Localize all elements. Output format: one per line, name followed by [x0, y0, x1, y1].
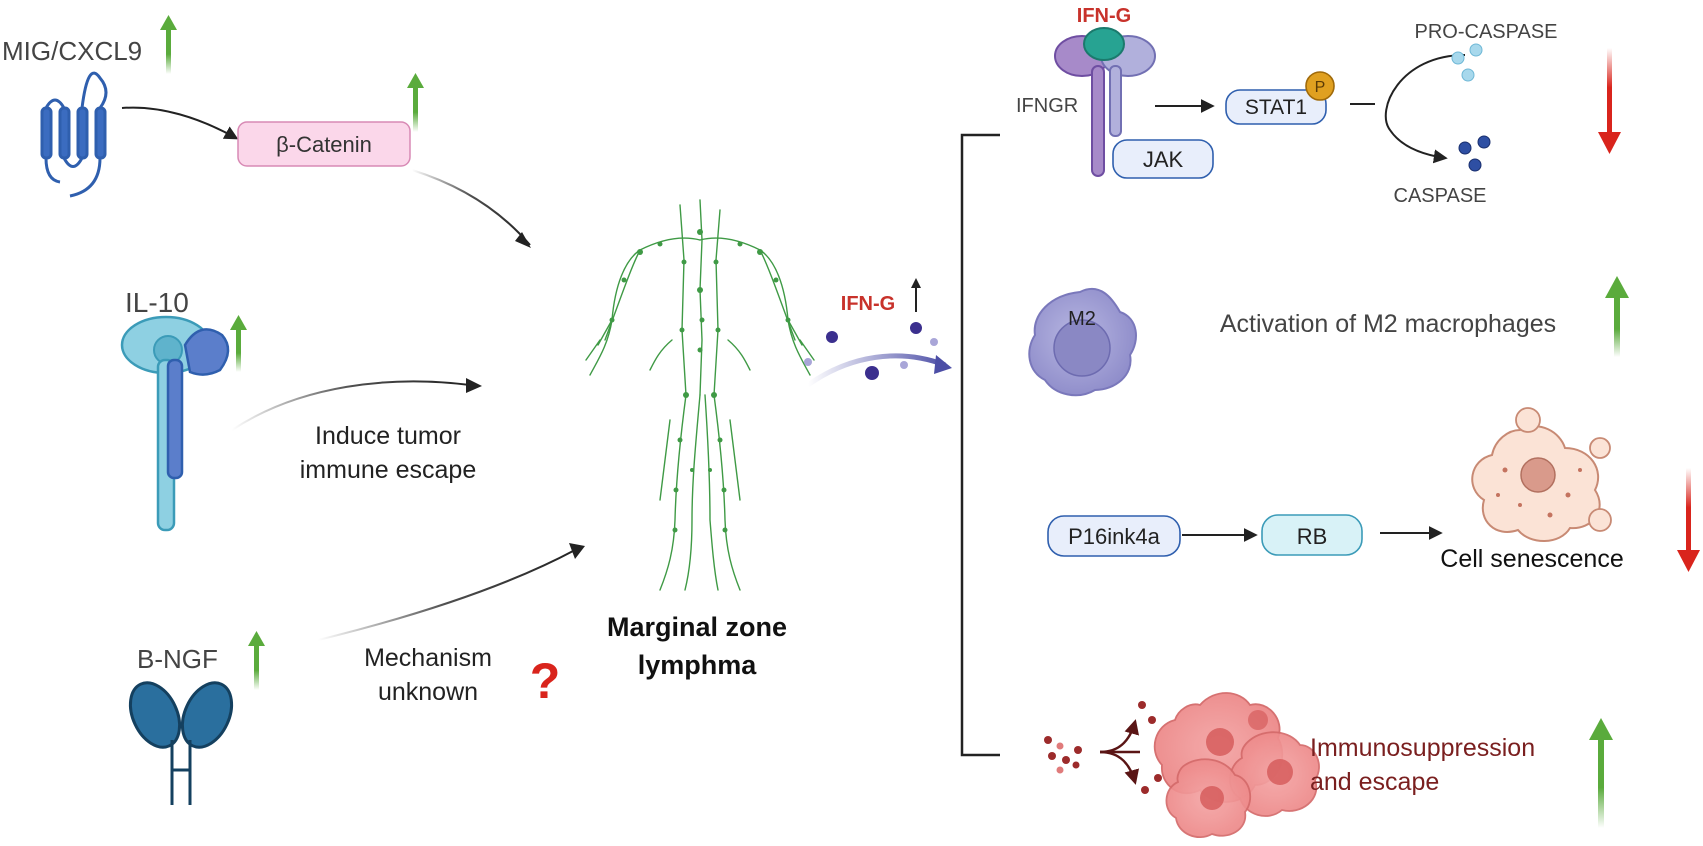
- m2-nucleus: [1053, 319, 1111, 377]
- induce-text-line1: Induce tumor: [315, 422, 461, 450]
- tumor-cells-icon: [1153, 692, 1320, 839]
- secretion-arrows: [1099, 719, 1140, 785]
- procaspase-label: PRO-CASPASE: [1415, 21, 1558, 43]
- down-arrow-caspase: [1598, 48, 1621, 154]
- ifng-top-label: IFN-G: [1077, 5, 1131, 27]
- ifng-particles: [804, 322, 938, 380]
- arrowhead-catenin: [515, 232, 531, 248]
- arrowhead-il10: [466, 378, 482, 393]
- arrowhead-bngf: [569, 543, 585, 559]
- ifng-up-arrow-small: [911, 278, 921, 312]
- up-arrow-m2: [1605, 276, 1629, 357]
- arrow-bngf-to-lymphoma: [317, 549, 576, 641]
- jak-box: [1112, 139, 1214, 179]
- cell-senescence-label: Cell senescence: [1440, 545, 1623, 573]
- lymphoma-title-line1: Marginal zone: [607, 612, 787, 642]
- up-arrow-il10: [230, 315, 247, 372]
- senescent-cell-icon: [1471, 407, 1612, 542]
- up-arrow-immuno: [1589, 718, 1613, 828]
- il10-label: IL-10: [125, 287, 189, 318]
- beta-catenin-label: β-Catenin: [276, 132, 372, 157]
- mig-receptor-icon: [40, 71, 108, 198]
- up-arrow-bngf: [248, 631, 265, 690]
- stat1-box: [1225, 89, 1327, 125]
- caspase-dots: [1458, 135, 1491, 172]
- p16-box: [1047, 515, 1181, 557]
- down-arrow-senescence: [1677, 468, 1700, 572]
- bngf-receptor-icon: [128, 681, 234, 805]
- il10-receptor-icon: [120, 315, 230, 532]
- cytokine-dots: [1044, 736, 1082, 774]
- induce-text-line2: immune escape: [300, 456, 476, 484]
- immunosuppression-line2: and escape: [1310, 768, 1439, 796]
- branch-bracket: [960, 133, 1000, 757]
- ifng-release-arc: [806, 353, 946, 388]
- up-arrow-mig: [160, 15, 177, 74]
- jak-label: JAK: [1143, 147, 1184, 172]
- beta-catenin-box: [237, 121, 411, 167]
- arrow-il10-to-lymphoma: [231, 380, 471, 431]
- m2-activation-text: Activation of M2 macrophages: [1220, 310, 1556, 338]
- rb-label: RB: [1297, 524, 1328, 549]
- phospho-label: P: [1315, 79, 1326, 96]
- secretion-dots: [1138, 701, 1162, 794]
- phospho-icon: [1305, 71, 1335, 101]
- procaspase-dots: [1451, 43, 1483, 82]
- p16-label: P16ink4a: [1068, 524, 1161, 549]
- ifngr-receptor-icon: [1054, 27, 1156, 177]
- bngf-label: B-NGF: [137, 644, 218, 674]
- immunosuppression-line1: Immunosuppression: [1310, 734, 1535, 762]
- center-ifng-label: IFN-G: [841, 293, 895, 315]
- arrow-mig-to-catenin: [121, 106, 239, 140]
- lymphatic-system-icon: [585, 199, 815, 591]
- procaspase-to-caspase-arrow: [1384, 54, 1466, 164]
- lymph-nodes: [609, 229, 791, 533]
- ifngr-label: IFNGR: [1016, 95, 1078, 117]
- caspase-label: CASPASE: [1394, 185, 1487, 207]
- rb-box: [1261, 514, 1363, 556]
- arrow-catenin-to-lymphoma: [411, 169, 531, 246]
- up-arrow-catenin: [407, 73, 424, 132]
- question-mark: ?: [530, 653, 561, 709]
- lymphoma-title-line2: lymphma: [638, 650, 758, 680]
- ifng-release-arrowhead: [934, 355, 952, 374]
- m2-label: M2: [1068, 308, 1096, 330]
- mechanism-text-line1: Mechanism: [364, 644, 492, 672]
- stat1-label: STAT1: [1245, 96, 1307, 119]
- mig-cxcl9-label: MIG/CXCL9: [2, 36, 142, 66]
- mechanism-text-line2: unknown: [378, 678, 478, 706]
